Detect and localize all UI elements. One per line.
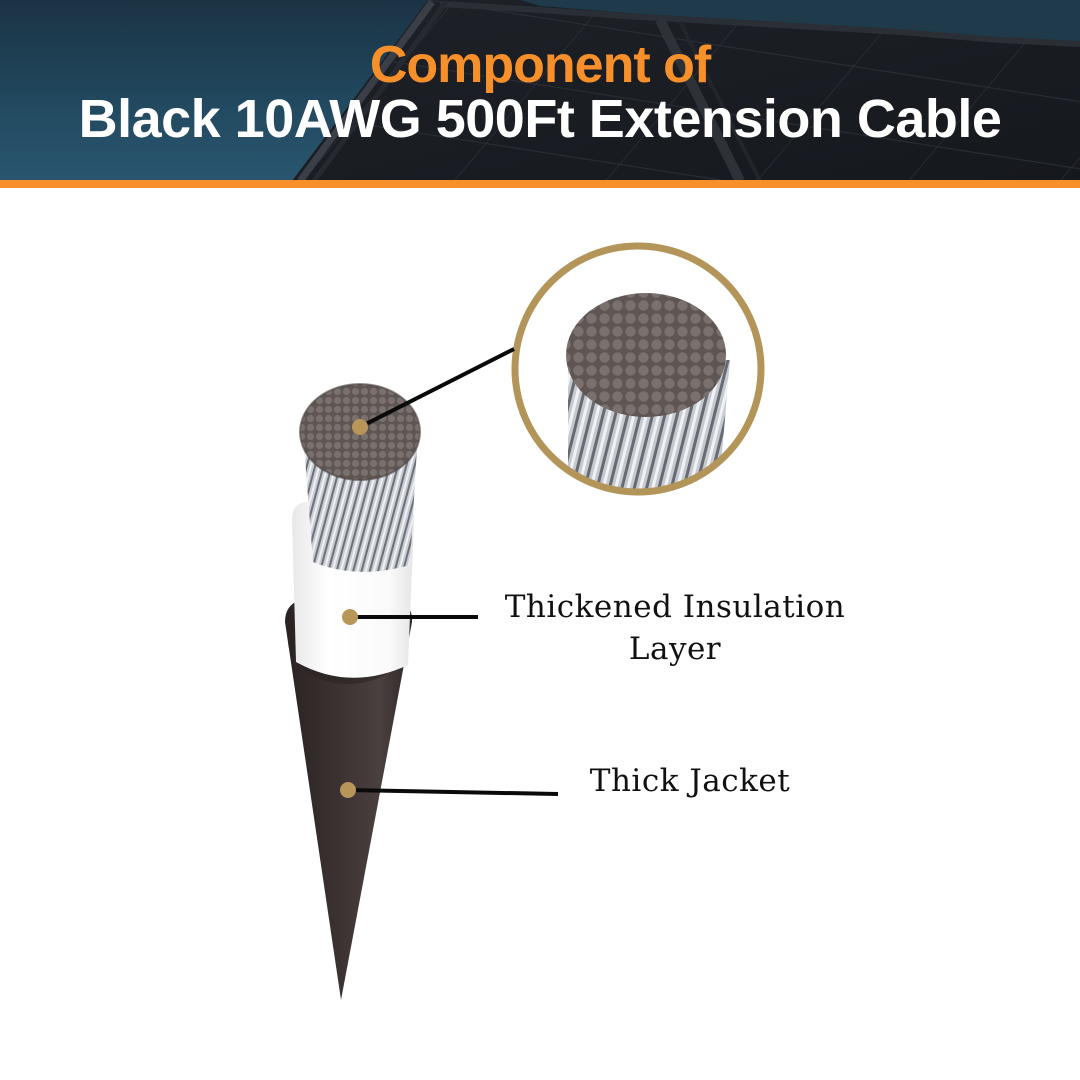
callout-dot-conductor: [352, 419, 368, 435]
header-banner: Component of Black 10AWG 500Ft Extension…: [0, 0, 1080, 181]
title-line-2: Black 10AWG 500Ft Extension Cable: [78, 89, 1002, 149]
callout-dot-insulation: [342, 609, 358, 625]
label-insulation-line2: Layer: [628, 631, 722, 667]
callout-dot-jacket: [340, 782, 356, 798]
accent-stripe: [0, 180, 1080, 188]
label-thick-jacket: Thick Jacket: [589, 763, 791, 799]
title-line-1: Component of: [369, 36, 711, 94]
solar-roof-background: [292, 0, 1080, 181]
leader-line-jacket: [347, 788, 559, 796]
label-insulation-layer: Thickened Insulation Layer: [470, 586, 880, 670]
conductor-strands: [299, 383, 421, 572]
cable-diagram: [285, 242, 765, 1000]
leader-line-conductor: [359, 347, 515, 429]
magnifier-circle: [511, 242, 765, 496]
label-insulation-line1: Thickened Insulation: [504, 589, 846, 625]
